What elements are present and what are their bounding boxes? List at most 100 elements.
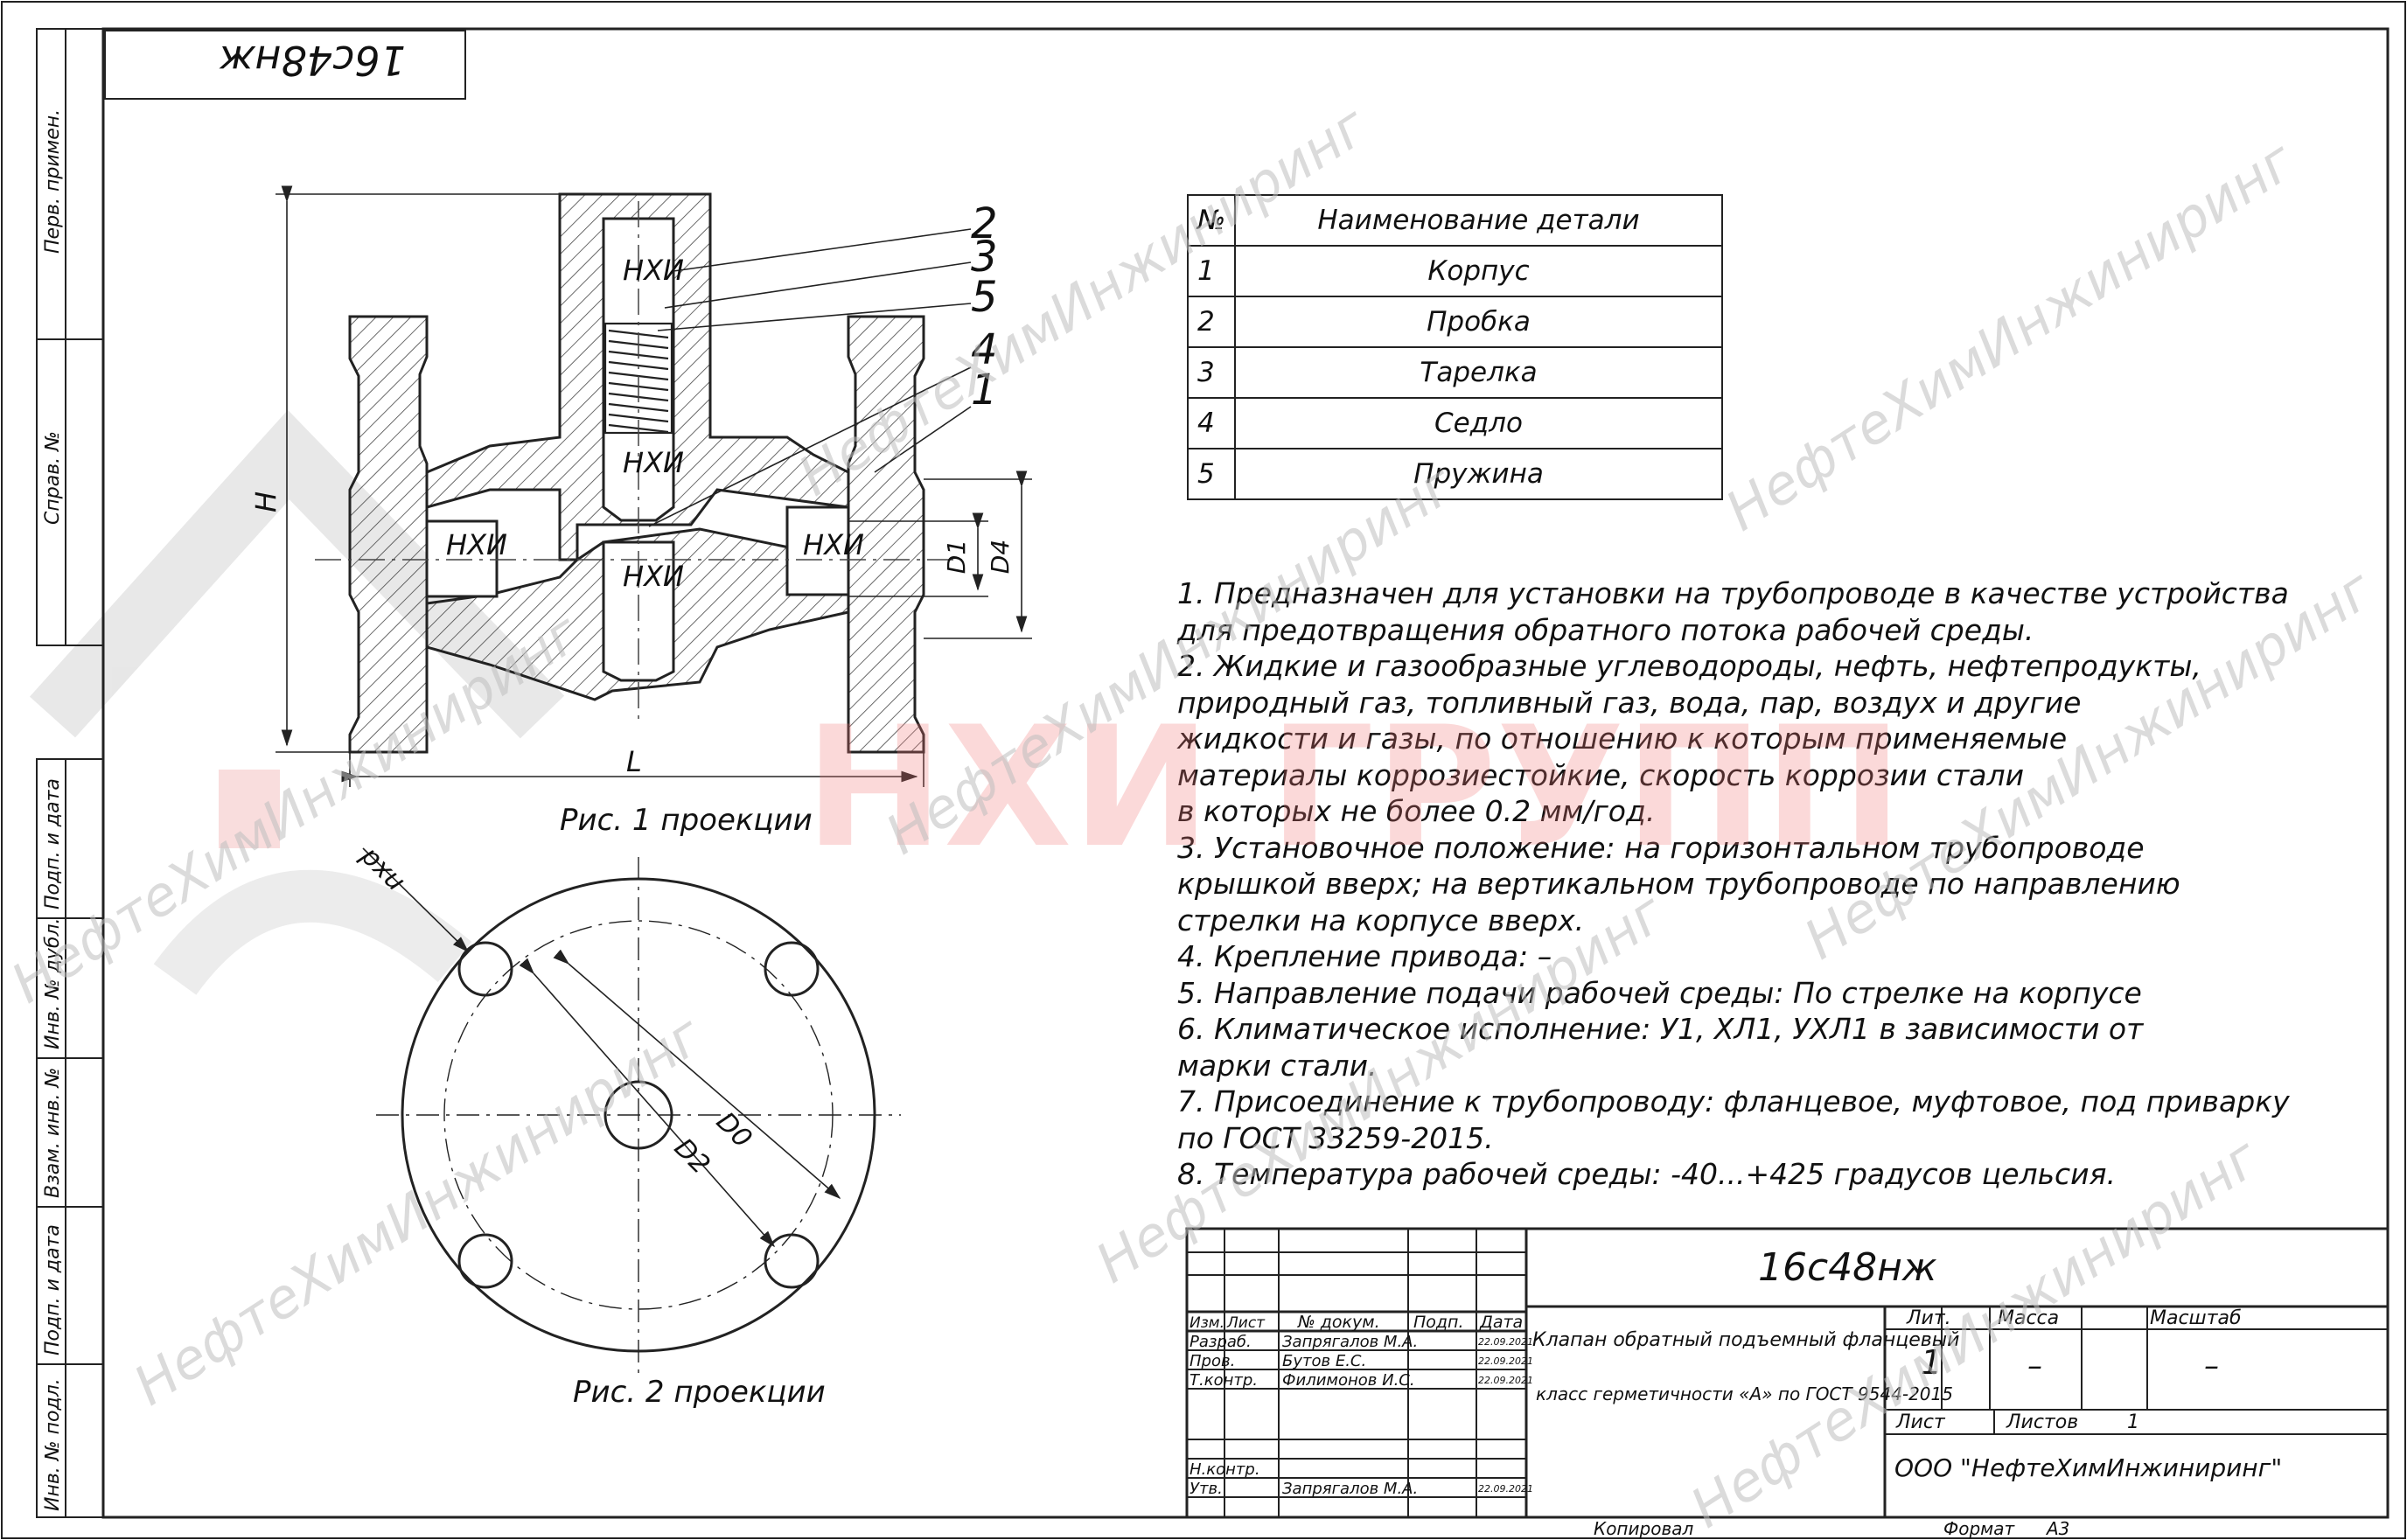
- table-header-num: №: [1187, 194, 1236, 247]
- note-line: по ГОСТ 33259-2015.: [1177, 1120, 1494, 1155]
- part-num: 4: [1187, 397, 1236, 449]
- callout-3: 3: [971, 233, 998, 282]
- note-line: в которых не более 0.2 мм/год.: [1177, 794, 1656, 828]
- part-num: 5: [1187, 448, 1236, 500]
- tb-role: Н.контр.: [1190, 1460, 1260, 1479]
- tb-scale-label: Масштаб: [2150, 1307, 2242, 1329]
- note-line: 1. Предназначен для установки на трубопр…: [1177, 576, 2289, 610]
- callout-4: 4: [971, 325, 998, 374]
- part-name: Пружина: [1234, 448, 1723, 500]
- tb-person: Запрягалов М.А.: [1282, 1480, 1419, 1498]
- note-line: 4. Крепление привода: –: [1177, 939, 1552, 973]
- side-strip: [36, 28, 104, 1518]
- table-row: 1 Корпус: [1187, 245, 1723, 297]
- fig1-caption: Рис. 1 проекции: [560, 803, 813, 838]
- tb-format-label: Формат: [1943, 1518, 2015, 1539]
- note-line: 5. Направление подачи рабочей среды: По …: [1177, 975, 2142, 1010]
- tb-name-line1: Клапан обратный подъемный фланцевый: [1532, 1329, 1960, 1351]
- table-row: 3 Тарелка: [1187, 346, 1723, 399]
- note-line: 6. Климатическое исполнение: У1, ХЛ1, УХ…: [1177, 1012, 2144, 1046]
- tb-lit-label: Лит.: [1907, 1307, 1951, 1329]
- note-line: 7. Присоединение к трубопроводу: фланцев…: [1177, 1084, 2290, 1118]
- note-line: крышкой вверх; на вертикальном трубопров…: [1177, 867, 2180, 901]
- tb-person: Запрягалов М.А.: [1282, 1333, 1419, 1351]
- tb-col-date: Дата: [1480, 1313, 1524, 1332]
- note-line: марки стали.: [1177, 1048, 1378, 1083]
- note-line: стрелки на корпусе вверх.: [1177, 902, 1585, 937]
- tb-role: Утв.: [1190, 1480, 1223, 1498]
- stamp-box: [104, 30, 466, 100]
- part-num: 3: [1187, 346, 1236, 399]
- dim-h-label: H: [249, 491, 283, 513]
- part-num: 1: [1187, 245, 1236, 297]
- tb-scale-value: –: [2204, 1348, 2219, 1383]
- parts-table: № Наименование детали 1 Корпус 2 Пробка …: [1187, 194, 1723, 500]
- tb-person: Бутов Е.С.: [1282, 1352, 1367, 1370]
- side-label-perv: Перв. примен.: [42, 108, 64, 254]
- side-label-podp1: Подп. и дата: [42, 778, 64, 909]
- note-line: 3. Установочное положение: на горизонтал…: [1177, 830, 2145, 865]
- tb-role: Разраб.: [1190, 1333, 1252, 1351]
- dim-d1-label: D1: [942, 539, 972, 575]
- fig2-caption: Рис. 2 проекции: [573, 1375, 826, 1410]
- tb-mass-value: –: [2027, 1348, 2042, 1383]
- zone-label: НХИ: [623, 560, 684, 593]
- zone-label: НХИ: [803, 528, 864, 561]
- side-label-sprav: Справ. №: [42, 430, 64, 525]
- tb-col-izm: Изм.: [1190, 1314, 1224, 1332]
- callout-1: 1: [971, 366, 998, 415]
- technical-notes: 1. Предназначен для установки на трубопр…: [1177, 575, 2290, 1193]
- side-label-podl: Инв. № подл.: [42, 1378, 64, 1511]
- tb-sheet-label: Лист: [1896, 1411, 1945, 1433]
- tb-company: ООО "НефтеХимИнжиниринг": [1894, 1453, 2283, 1482]
- tb-lit-value: 1: [1921, 1343, 1943, 1382]
- note-line: 2. Жидкие и газообразные углеводороды, н…: [1177, 649, 2201, 683]
- tb-date: 22.09.2021: [1478, 1336, 1533, 1348]
- tb-person: Филимонов И.С.: [1282, 1371, 1415, 1390]
- note-line: для предотвращения обратного потока рабо…: [1177, 612, 2034, 647]
- stamp-code: 16с48нж: [219, 37, 406, 84]
- zone-label: НХИ: [623, 254, 684, 287]
- tb-designation: 16с48нж: [1758, 1245, 1937, 1290]
- tb-date: 22.09.2021: [1478, 1375, 1533, 1386]
- tb-col-list: Лист: [1227, 1314, 1266, 1332]
- side-label-vzam: Взам. инв. №: [42, 1067, 64, 1198]
- tb-name-line2: класс герметичности «А» по ГОСТ 9544-201…: [1536, 1383, 1953, 1404]
- tb-format-value: А3: [2047, 1518, 2070, 1539]
- flange-view: [362, 847, 901, 1373]
- tb-sheets-label: Листов: [2006, 1411, 2079, 1433]
- zone-label: НХИ: [623, 446, 684, 479]
- table-row: 5 Пружина: [1187, 448, 1723, 500]
- note-line: 8. Температура рабочей среды: -40...+425…: [1177, 1157, 2116, 1191]
- callout-5: 5: [971, 273, 998, 322]
- part-num: 2: [1187, 296, 1236, 348]
- note-line: природный газ, топливный газ, вода, пар,…: [1177, 685, 2082, 720]
- part-name: Седло: [1234, 397, 1723, 449]
- side-label-podp2: Подп. и дата: [42, 1224, 64, 1355]
- part-name: Тарелка: [1234, 346, 1723, 399]
- part-name: Пробка: [1234, 296, 1723, 348]
- part-name: Корпус: [1234, 245, 1723, 297]
- tb-col-sign: Подп.: [1413, 1313, 1464, 1332]
- tb-date: 22.09.2021: [1478, 1483, 1533, 1495]
- note-line: жидкости и газы, по отношению к которым …: [1177, 721, 2068, 756]
- tb-copied: Копировал: [1594, 1518, 1694, 1539]
- table-row: 4 Седло: [1187, 397, 1723, 449]
- table-row: 2 Пробка: [1187, 296, 1723, 348]
- table-header-name: Наименование детали: [1234, 194, 1723, 247]
- note-line: материалы коррозиестойкие, скорость корр…: [1177, 757, 2025, 792]
- zone-label: НХИ: [446, 528, 507, 561]
- tb-role: Т.контр.: [1190, 1371, 1259, 1390]
- tb-mass-label: Масса: [1998, 1307, 2060, 1329]
- dim-l-label: L: [626, 745, 642, 778]
- tb-date: 22.09.2021: [1478, 1355, 1533, 1367]
- callout-2: 2: [971, 199, 998, 248]
- dim-d4-label: D4: [986, 539, 1015, 575]
- table-header-row: № Наименование детали: [1187, 194, 1723, 247]
- side-label-dubl: Инв. № дубл.: [42, 917, 64, 1049]
- title-block-frame: [1185, 1227, 2390, 1519]
- tb-col-doc: № докум.: [1298, 1313, 1380, 1332]
- valve-section: [276, 185, 1032, 787]
